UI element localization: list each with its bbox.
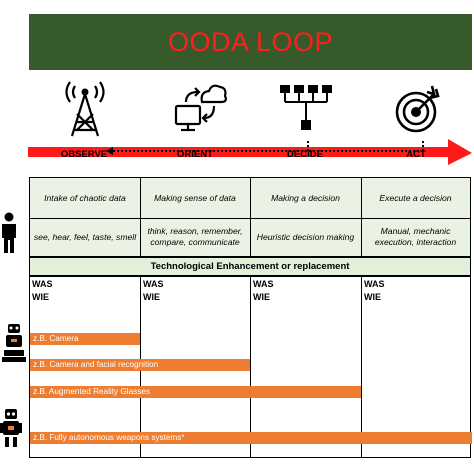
stage-label-orient: ORIENT	[177, 149, 213, 160]
person-icon	[2, 212, 16, 253]
was-label: WAS	[143, 279, 164, 289]
tech-header: Technological Enhancement or replacement	[29, 257, 471, 275]
activity-cell-decide: Heuristic decision making	[250, 218, 361, 256]
stage-label-decide: DECIDE	[287, 149, 323, 160]
target-icon	[395, 85, 440, 133]
robot-icon	[0, 409, 22, 447]
table-frame	[29, 177, 471, 458]
column-divider	[250, 178, 251, 257]
activity-cell-orient: think, reason, remember, compare, commun…	[140, 218, 250, 256]
activity-cell-observe: see, hear, feel, taste, smell	[30, 218, 140, 256]
row-divider	[29, 275, 471, 277]
activity-cell-act: Manual, mechanic execution, interaction	[361, 218, 470, 256]
column-divider	[250, 276, 251, 457]
radio-tower-icon	[65, 81, 105, 137]
stage-label-observe: OBSERVE	[60, 149, 108, 160]
purpose-cell-observe: Intake of chaotic data	[30, 178, 140, 218]
example-bar-facial-recognition: z.B. Camera and facial recognition	[30, 359, 250, 371]
example-bar-ar-glasses: z.B. Augmented Reality Glasses	[30, 386, 361, 398]
column-divider	[361, 276, 362, 457]
example-bar-camera: z.B. Camera	[30, 333, 140, 345]
column-divider	[361, 178, 362, 257]
wie-label: WIE	[143, 292, 160, 302]
was-label: WAS	[253, 279, 274, 289]
wie-label: WIE	[364, 292, 381, 302]
robot-arm-icon	[2, 324, 26, 362]
wie-label: WIE	[32, 292, 49, 302]
was-label: WAS	[32, 279, 53, 289]
page-title: OODA LOOP	[167, 27, 334, 57]
was-label: WAS	[364, 279, 385, 289]
purpose-cell-act: Execute a decision	[361, 178, 470, 218]
purpose-cell-decide: Making a decision	[250, 178, 361, 218]
purpose-cell-orient: Making sense of data	[140, 178, 250, 218]
column-divider	[140, 178, 141, 257]
flowchart-icon	[280, 85, 332, 130]
process-arrow	[28, 139, 472, 165]
stage-label-act: ACT	[406, 149, 426, 160]
title-banner	[29, 14, 472, 70]
wie-label: WIE	[253, 292, 270, 302]
example-bar-autonomous-weapons: z.B. Fully autonomous weapons systems*	[30, 432, 472, 444]
cloud-computer-icon	[174, 84, 227, 132]
